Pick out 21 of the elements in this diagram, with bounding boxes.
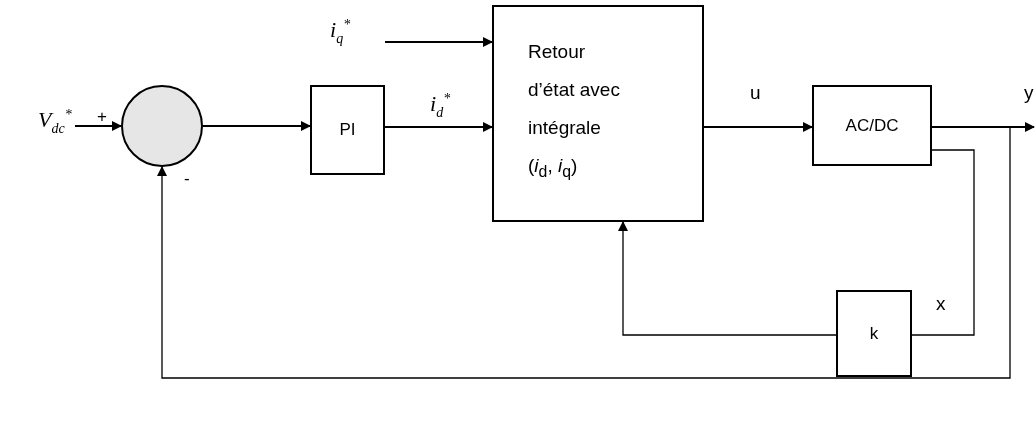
block-label: Retour d’état avec intégrale (i$_{d}$, i$_{q}$) [528, 40, 621, 182]
block-label: AC/DC [845, 115, 899, 136]
block-box [492, 5, 704, 222]
arrow [157, 126, 1011, 379]
connector-line [911, 149, 975, 336]
signal-label: u [750, 83, 761, 102]
block-label: k [869, 323, 879, 344]
arrow [703, 122, 813, 132]
arrow [384, 37, 493, 47]
arrow [618, 221, 837, 336]
arrow [384, 122, 493, 132]
sign-label: - [184, 170, 190, 187]
signal-label: y [1024, 83, 1034, 102]
block-box [836, 290, 912, 377]
sign-label: + [97, 108, 107, 125]
block-label: PI [339, 120, 356, 140]
block-box [812, 85, 932, 166]
arrow [74, 121, 122, 131]
arrow [202, 121, 311, 131]
signal-label: x [936, 294, 946, 313]
block-box [310, 85, 385, 175]
